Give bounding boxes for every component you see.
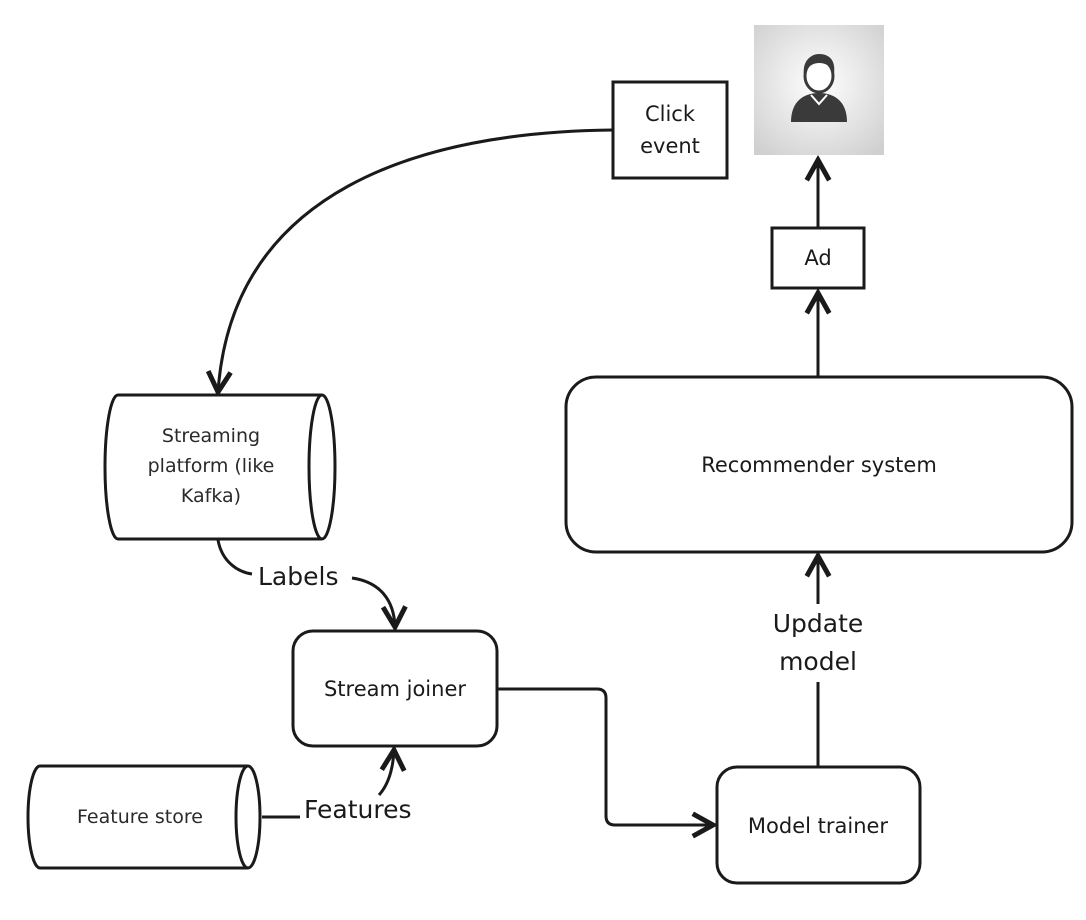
user-node xyxy=(754,25,884,155)
streaming-platform-node: Streaming platform (like Kafka) xyxy=(103,393,337,541)
feature-store-node: Feature store xyxy=(26,764,262,870)
click-event-label-line1: Click xyxy=(645,102,696,126)
ad-label: Ad xyxy=(804,246,831,270)
model-trainer-label: Model trainer xyxy=(748,814,889,838)
edge-label-features: Features xyxy=(304,795,412,824)
click-event-node: Click event xyxy=(611,80,729,180)
edge-streaming-to-joiner-tail xyxy=(351,576,395,627)
recommender-system-label: Recommender system xyxy=(701,453,937,477)
model-trainer-node: Model trainer xyxy=(715,765,922,885)
ad-node: Ad xyxy=(770,226,866,290)
edge-label-update: Update xyxy=(773,609,864,638)
click-event-box xyxy=(611,80,729,180)
user-avatar-icon xyxy=(791,54,847,122)
edge-streaming-to-joiner xyxy=(216,539,253,576)
streaming-platform-label-line3: Kafka) xyxy=(181,485,241,507)
streaming-platform-label-line1: Streaming xyxy=(162,425,260,447)
edge-features-to-joiner xyxy=(377,750,394,797)
edge-joiner-to-trainer xyxy=(497,687,713,825)
streaming-platform-label-line2: platform (like xyxy=(148,455,275,477)
stream-joiner-label: Stream joiner xyxy=(324,677,466,701)
stream-joiner-node: Stream joiner xyxy=(291,629,499,748)
edge-label-model: model xyxy=(779,647,857,676)
edge-click-to-streaming xyxy=(218,128,614,392)
feature-store-cylinder-cap xyxy=(234,764,249,870)
streaming-platform-cylinder-cap xyxy=(307,393,323,541)
recommender-system-node: Recommender system xyxy=(564,375,1074,554)
click-event-label-line2: event xyxy=(640,134,700,158)
edge-label-labels: Labels xyxy=(258,562,338,591)
feature-store-label: Feature store xyxy=(77,806,203,828)
ad-box xyxy=(770,226,866,290)
